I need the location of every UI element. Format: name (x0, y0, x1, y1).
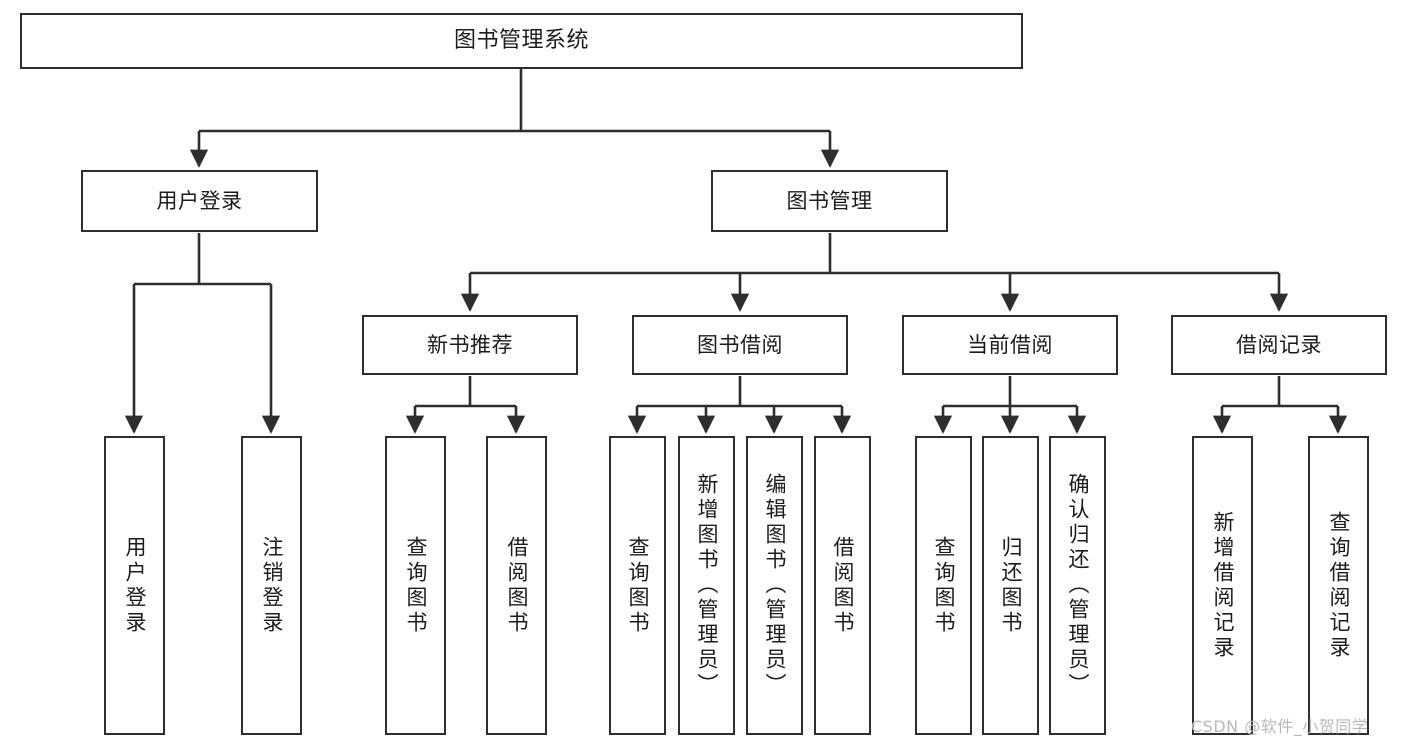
node-label: 查询图书 (626, 535, 650, 636)
node-leaf-query-record[interactable]: 查询借阅记录 (1308, 436, 1369, 735)
node-label: 查询图书 (404, 535, 428, 636)
node-label: 借阅图书 (831, 535, 855, 636)
node-label: 查询图书 (932, 535, 956, 636)
node-label: 查询借阅记录 (1327, 510, 1351, 661)
node-leaf-return-book[interactable]: 归还图书 (982, 436, 1039, 735)
node-leaf-add-record[interactable]: 新增借阅记录 (1192, 436, 1253, 735)
node-label: 借阅记录 (1236, 332, 1322, 357)
node-leaf-add-book[interactable]: 新增图书（管理员） (678, 436, 735, 735)
node-label: 图书借阅 (697, 332, 783, 357)
csdn-watermark: CSDN @软件_小贺同学 (1191, 717, 1369, 736)
node-current-borrow[interactable]: 当前借阅 (902, 315, 1118, 375)
node-new-book-recommend[interactable]: 新书推荐 (362, 315, 578, 375)
node-label: 注销登录 (260, 535, 284, 636)
node-label: 归还图书 (999, 535, 1023, 636)
node-borrow-record[interactable]: 借阅记录 (1171, 315, 1387, 375)
node-book-borrow[interactable]: 图书借阅 (632, 315, 848, 375)
node-root-book-management-system[interactable]: 图书管理系统 (20, 13, 1023, 69)
node-label: 图书管理系统 (453, 28, 589, 54)
node-leaf-logout-login[interactable]: 注销登录 (241, 436, 302, 735)
node-leaf-query-book-1[interactable]: 查询图书 (385, 436, 446, 735)
node-leaf-user-login[interactable]: 用户登录 (104, 436, 165, 735)
node-label: 新书推荐 (427, 332, 513, 357)
node-leaf-borrow-book-1[interactable]: 借阅图书 (486, 436, 547, 735)
node-label: 新增借阅记录 (1211, 510, 1235, 661)
node-book-management[interactable]: 图书管理 (711, 170, 948, 232)
node-leaf-confirm-return[interactable]: 确认归还（管理员） (1049, 436, 1106, 735)
node-label: 用户登录 (156, 188, 243, 213)
node-label: 用户登录 (123, 535, 147, 636)
node-leaf-query-book-2[interactable]: 查询图书 (609, 436, 666, 735)
node-label: 图书管理 (786, 188, 873, 213)
node-label: 新增图书（管理员） (695, 473, 719, 698)
node-label: 当前借阅 (967, 332, 1053, 357)
node-user-login[interactable]: 用户登录 (81, 170, 318, 232)
node-leaf-query-book-3[interactable]: 查询图书 (915, 436, 972, 735)
node-label: 确认归还（管理员） (1066, 473, 1090, 698)
node-leaf-borrow-book-2[interactable]: 借阅图书 (814, 436, 871, 735)
node-label: 编辑图书（管理员） (763, 473, 787, 698)
node-leaf-edit-book[interactable]: 编辑图书（管理员） (746, 436, 803, 735)
node-label: 借阅图书 (505, 535, 529, 636)
